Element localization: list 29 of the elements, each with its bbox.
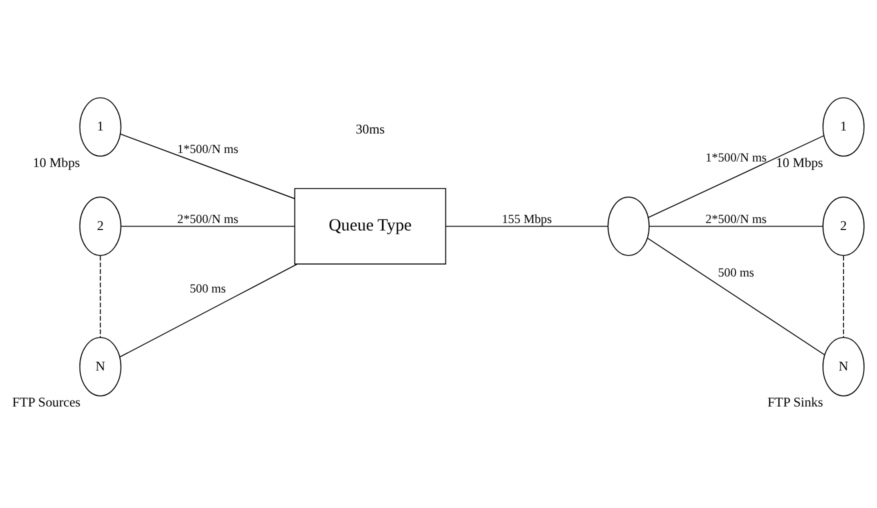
node-label: 10 Mbps — [776, 154, 824, 170]
edge-label: 1*500/N ms — [706, 150, 767, 165]
edge-label: 1*500/N ms — [177, 142, 238, 156]
connector — [648, 226, 824, 227]
connector — [120, 134, 296, 200]
edge-label: 2*500/N ms — [177, 212, 238, 226]
node-label: FTP Sinks — [767, 394, 824, 410]
node-circle — [608, 196, 650, 256]
node-ellipse: 1 — [822, 97, 865, 157]
node-ellipse: 2 — [79, 196, 122, 256]
edge-label: 2*500/N ms — [706, 212, 767, 226]
connector — [445, 226, 608, 227]
node-ellipse: N — [79, 337, 122, 396]
connector — [843, 255, 844, 338]
connector — [100, 255, 101, 338]
edge-label: 155 Mbps — [502, 212, 552, 226]
connector — [648, 135, 824, 218]
node-label: 10 Mbps — [32, 154, 80, 170]
node-ellipse: N — [822, 337, 865, 396]
connector — [120, 264, 298, 358]
edge-label: 500 ms — [190, 282, 226, 296]
node-label: FTP Sources — [12, 394, 80, 410]
connector — [120, 226, 296, 227]
edge-label: 500 ms — [718, 265, 754, 280]
node-box: Queue Type — [294, 188, 446, 264]
node-ellipse: 1 — [79, 97, 122, 157]
node-ellipse: 2 — [822, 196, 865, 256]
connector — [647, 238, 825, 356]
label: 30ms — [356, 121, 385, 136]
